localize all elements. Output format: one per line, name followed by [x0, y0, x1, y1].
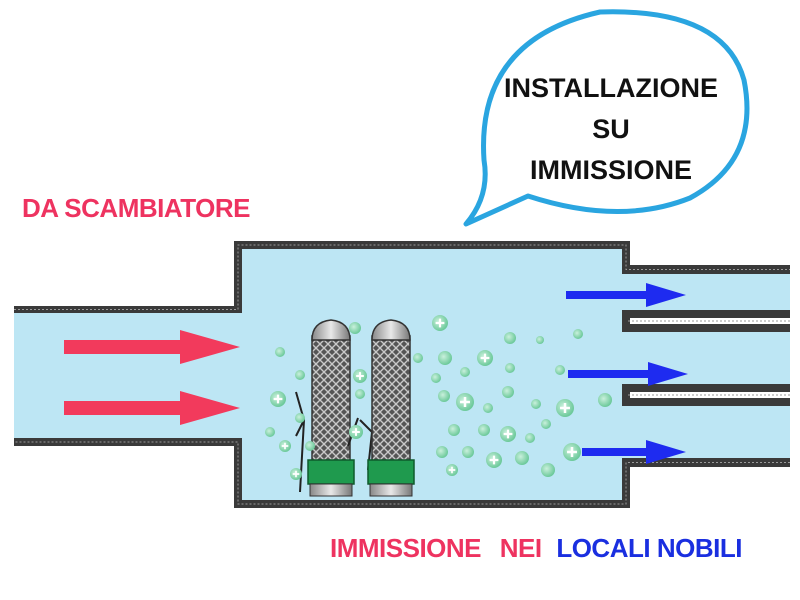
plus-ion-icon	[438, 390, 450, 402]
plus-ion-icon	[541, 419, 551, 429]
bubble-line-3: IMMISSIONE	[529, 155, 692, 185]
plus-ion-icon	[556, 399, 574, 417]
plus-ion-icon	[349, 322, 361, 334]
plus-ion-icon	[446, 464, 458, 476]
plus-ion-icon	[431, 373, 441, 383]
plus-ion-icon	[541, 463, 555, 477]
plus-ion-icon	[456, 393, 474, 411]
ionizer-tube-icon	[371, 335, 411, 463]
ionizer-device-right	[359, 319, 415, 497]
destination-label-part1: IMMISSIONE	[330, 533, 482, 563]
plus-ion-icon	[460, 367, 470, 377]
plus-ion-icon	[432, 315, 448, 331]
plus-ion-icon	[536, 336, 544, 344]
inlet-arrows	[64, 330, 240, 425]
destination-label-part3: LOCALI NOBILI	[556, 533, 742, 563]
destination-label-part2: NEI	[499, 533, 542, 563]
ion-cloud	[265, 315, 612, 480]
plus-ion-icon	[483, 403, 493, 413]
duct-wall-highlight	[14, 244, 790, 505]
plus-ion-icon	[525, 433, 535, 443]
right-arrow-icon	[568, 362, 688, 386]
ionizer-device-left	[295, 319, 359, 497]
right-arrow-icon	[566, 283, 686, 307]
plus-ion-icon	[265, 427, 275, 437]
plus-ion-icon	[353, 369, 367, 383]
plus-ion-icon	[290, 468, 302, 480]
plus-ion-icon	[270, 391, 286, 407]
plus-ion-icon	[462, 446, 474, 458]
plus-ion-icon	[555, 365, 565, 375]
right-arrow-icon	[64, 330, 240, 364]
right-arrow-icon	[64, 391, 240, 425]
speech-bubble-text: INSTALLAZIONE SU IMMISSIONE	[496, 68, 726, 191]
plus-ion-icon	[478, 424, 490, 436]
plus-ion-icon	[486, 452, 502, 468]
plus-ion-icon	[504, 332, 516, 344]
plus-ion-icon	[349, 425, 363, 439]
plus-ion-icon	[436, 446, 448, 458]
plus-ion-icon	[477, 350, 493, 366]
plus-ion-icon	[448, 424, 460, 436]
plus-ion-icon	[563, 443, 581, 461]
right-arrow-icon	[582, 440, 686, 464]
plus-ion-icon	[573, 329, 583, 339]
plus-ion-icon	[355, 389, 365, 399]
bubble-line-1: INSTALLAZIONE	[504, 73, 718, 103]
bubble-line-2: SU	[592, 114, 630, 144]
plus-ion-icon	[295, 413, 305, 423]
destination-label: IMMISSIONE NEI LOCALI NOBILI	[330, 533, 742, 564]
plus-ion-icon	[598, 393, 612, 407]
plus-ion-icon	[295, 370, 305, 380]
source-label-text: DA SCAMBIATORE	[22, 193, 250, 223]
plus-ion-icon	[279, 440, 291, 452]
plus-ion-icon	[502, 386, 514, 398]
plus-ion-icon	[275, 347, 285, 357]
plus-ion-icon	[515, 451, 529, 465]
plus-ion-icon	[438, 351, 452, 365]
speech-bubble	[463, 9, 750, 227]
source-label: DA SCAMBIATORE	[22, 193, 250, 224]
plus-ion-icon	[500, 426, 516, 442]
plus-ion-icon	[305, 441, 315, 451]
outlet-arrows	[566, 283, 688, 464]
plus-ion-icon	[531, 399, 541, 409]
plus-ion-icon	[505, 363, 515, 373]
plus-ion-icon	[413, 353, 423, 363]
ionizer-tube-icon	[311, 335, 351, 463]
